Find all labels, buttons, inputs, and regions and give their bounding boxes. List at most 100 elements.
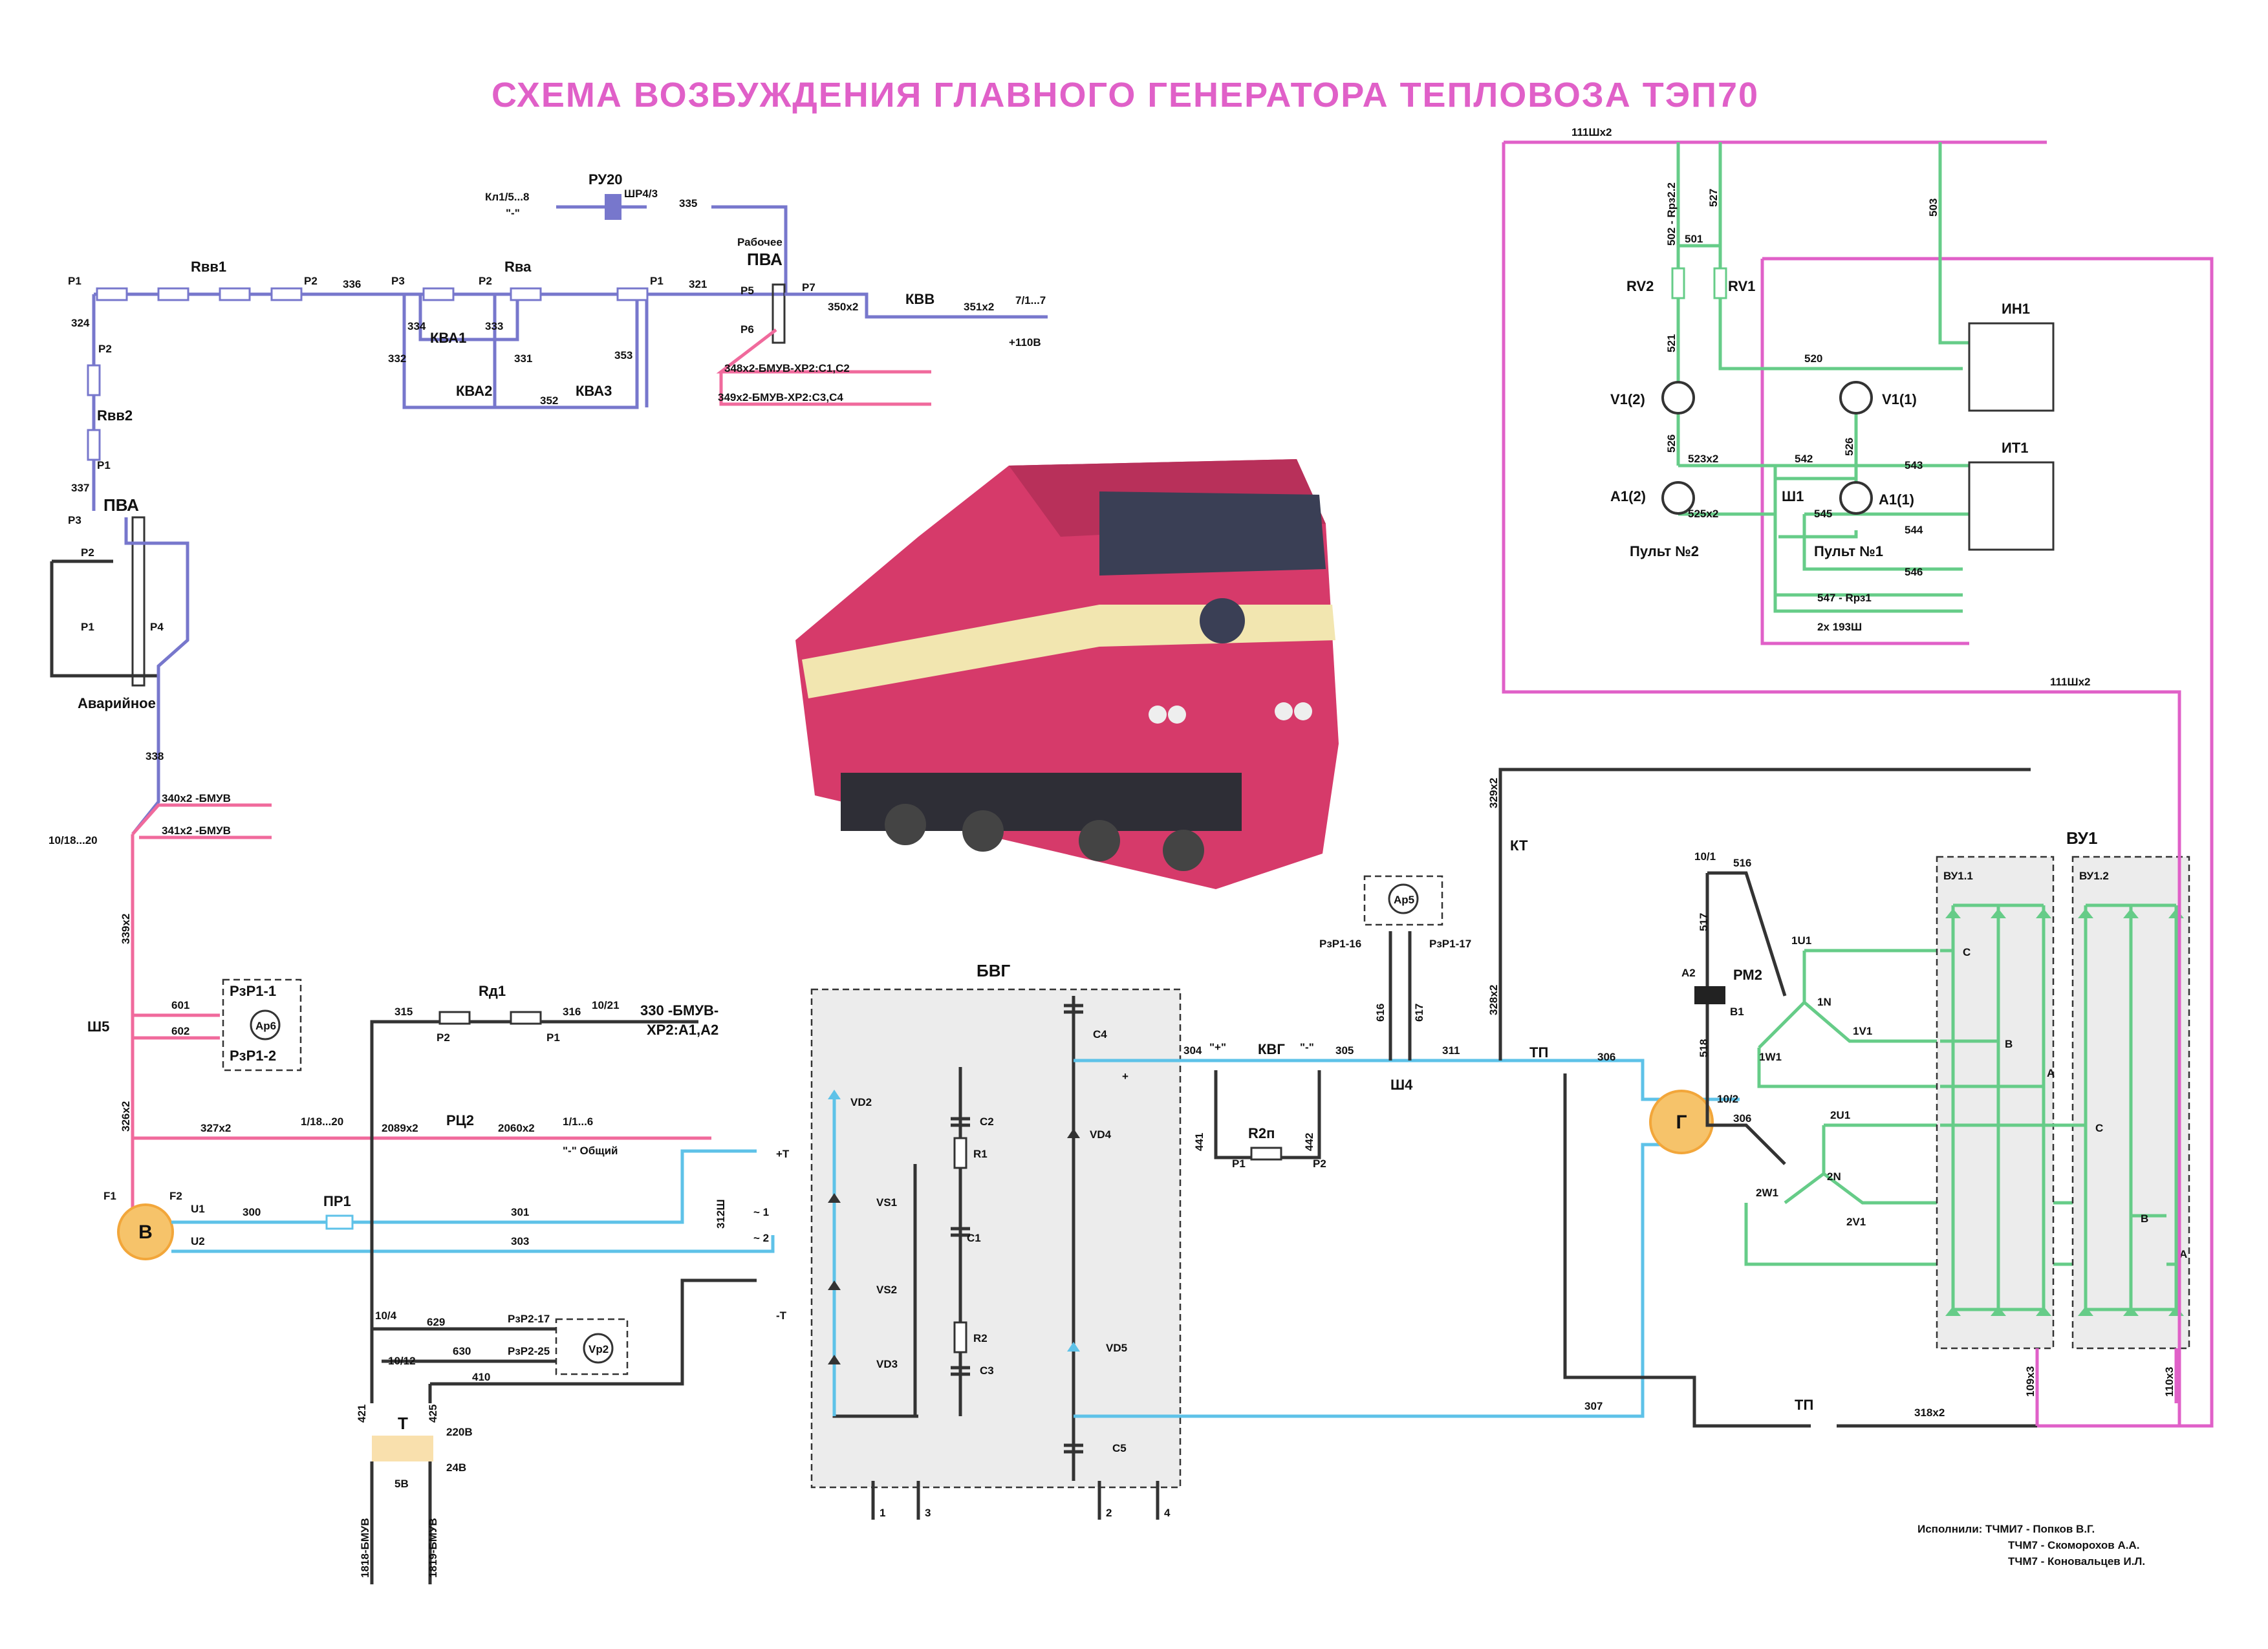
label-it1: ИТ1	[2002, 440, 2029, 456]
wire-1818-1819	[370, 1461, 432, 1584]
label-a1-1: А1(1)	[1879, 491, 1914, 508]
vu1-1-diode-top-c	[2036, 909, 2051, 918]
credits: Исполнили: ТЧМИ7 - Попков В.Г. ТЧМ7 - Ск…	[1917, 1523, 2145, 1568]
label-523x2: 523х2	[1688, 453, 1718, 465]
box-ar5	[1363, 875, 1443, 926]
locomotive-lamp-right-2	[1294, 702, 1312, 720]
label-7-1-7: 7/1...7	[1015, 294, 1046, 307]
label-kt: КТ	[1510, 837, 1528, 854]
label-pult2: Пульт №2	[1630, 543, 1699, 559]
phase-c-2: С	[2095, 1122, 2103, 1134]
label-kvv: КВВ	[905, 291, 934, 307]
label-307: 307	[1584, 1400, 1603, 1412]
label-316: 316	[563, 1006, 581, 1018]
label-337: 337	[71, 482, 89, 494]
label-24v: 24В	[446, 1461, 466, 1474]
phase-b-1: В	[2005, 1038, 2013, 1050]
label-352: 352	[540, 394, 558, 407]
label-305: 305	[1335, 1044, 1354, 1057]
fuse-pr1	[325, 1214, 354, 1230]
resistor-rvv1-b	[157, 287, 189, 301]
label-110v: +110В	[1009, 336, 1041, 349]
label-306a: 306	[1597, 1051, 1615, 1063]
locomotive-lamp-left	[1149, 706, 1167, 724]
resistor-rd1-b	[510, 1011, 542, 1025]
resistor-r1	[953, 1137, 967, 1169]
ar6-coil	[250, 1009, 281, 1040]
kvg-circuit: R2п 441 442 Р1 Р2 КВГ 304 "+" "-" 305 31…	[1074, 875, 1740, 1418]
label-547: 547 - Rрз1	[1817, 592, 1872, 604]
pin-p1-a: Р1	[68, 275, 81, 287]
wire-340	[131, 803, 272, 835]
exciter-and-feeders: В F1 F2 U1 U2 ПР1 300 301 303	[103, 1149, 775, 1260]
label-348: 348х2-БМУВ-ХР2:С1,С2	[724, 362, 850, 374]
thyristor-vs2	[828, 1280, 841, 1290]
label-shr43: ШР4/3	[624, 188, 658, 200]
label-1818: 1818-БМУВ	[359, 1518, 371, 1578]
label-c4: С4	[1093, 1028, 1107, 1040]
label-rzr2-17: РзР2-17	[508, 1313, 550, 1325]
pin-p7: Р7	[802, 281, 815, 294]
label-r1: R1	[973, 1148, 988, 1160]
wire-410	[430, 1278, 757, 1386]
label-10-21: 10/21	[592, 999, 620, 1011]
pin-2n: 2N	[1827, 1170, 1841, 1183]
pin-u2: U2	[191, 1235, 205, 1247]
credit-line-1: Исполнили: ТЧМИ7 - Попков В.Г.	[1917, 1523, 2095, 1535]
pin-p2-a: Р2	[304, 275, 318, 287]
label-10-4: 10/4	[375, 1310, 397, 1322]
label-in1: ИН1	[2002, 301, 2030, 317]
label-425: 425	[427, 1405, 439, 1423]
vr2-coil	[583, 1333, 614, 1364]
wire-pva-left-violet	[124, 517, 189, 744]
label-c2: С2	[980, 1116, 994, 1128]
pin-p1-c: Р1	[97, 459, 111, 471]
pin-1v1: 1V1	[1853, 1025, 1872, 1037]
vu1-2-diode-top-a	[2078, 909, 2093, 918]
label-bvg: БВГ	[977, 961, 1010, 980]
label-193: 2х 193Ш	[1817, 621, 1862, 633]
wire-303	[171, 1235, 775, 1253]
pin-u1: U1	[191, 1203, 205, 1215]
generator-circuit: Г 329х2 328х2 КТ ТП 306 307 ТП 318х2	[1487, 768, 2179, 1428]
generator-windings: РМ2 А2 В1 10/1 516 517 518 10/2 306 1U1 …	[1681, 850, 2166, 1266]
label-pr1: ПР1	[323, 1193, 351, 1209]
vu1-1-diode-top-b	[1991, 909, 2006, 918]
locomotive-wheel-1	[885, 804, 926, 845]
pin-p2-c: Р2	[98, 343, 112, 355]
label-301: 301	[511, 1206, 529, 1218]
label-vd4: VD4	[1090, 1128, 1112, 1141]
label-r2: R2	[973, 1332, 988, 1344]
magenta-111sh-loops: 111Шх2 111Шх2	[1502, 126, 2214, 1428]
vu1-phase-links	[1940, 949, 2176, 1266]
pin-1u1: 1U1	[1791, 934, 1811, 947]
label-351x2: 351х2	[964, 301, 994, 313]
pin-p3-a: Р3	[391, 275, 405, 287]
label-334: 334	[407, 320, 426, 332]
label-311: 311	[1442, 1044, 1460, 1057]
out-1: 1	[880, 1507, 885, 1519]
label-503: 503	[1927, 199, 1939, 217]
label-vs2: VS2	[876, 1284, 897, 1296]
label-ru20: РУ20	[589, 171, 623, 188]
label-pva-top: ПВА	[747, 250, 783, 269]
label-pult1: Пульт №1	[1814, 543, 1883, 559]
label-kl1: Кл1/5...8	[485, 191, 529, 203]
pin-b1: В1	[1730, 1006, 1744, 1018]
label-328x2: 328х2	[1487, 985, 1500, 1015]
label-gen: Г	[1676, 1112, 1687, 1133]
label-10-1: 10/1	[1694, 850, 1716, 863]
label-303: 303	[511, 1235, 529, 1247]
label-516: 516	[1733, 857, 1751, 869]
pin-1n: 1N	[1817, 996, 1831, 1008]
resistor-rvv2-a	[87, 364, 101, 396]
ar5-coil	[1388, 883, 1419, 914]
label-630: 630	[453, 1345, 471, 1357]
label-vu1-1: ВУ1.1	[1943, 870, 1973, 882]
locomotive-wheel-4	[1163, 830, 1204, 871]
label-rd1: Rд1	[479, 983, 506, 999]
pva-contact-block	[772, 283, 786, 344]
label-521: 521	[1665, 334, 1678, 352]
label-312sh: 312Ш	[715, 1200, 727, 1229]
resistor-rvv1-a	[96, 287, 128, 301]
